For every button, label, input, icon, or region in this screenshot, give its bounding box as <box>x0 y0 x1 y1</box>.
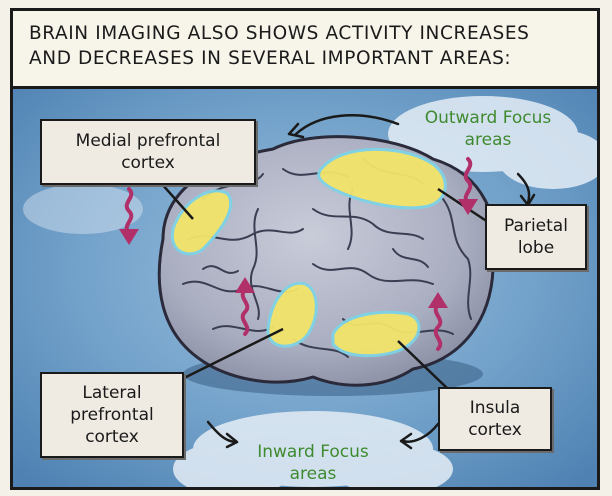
label-medial-line-1: Medial prefrontal <box>42 130 254 152</box>
label-insula-line-1: Insula <box>440 397 550 419</box>
label-medial-prefrontal-cortex: Medial prefrontal cortex <box>40 119 256 185</box>
label-lateral-line-3: cortex <box>42 426 182 448</box>
label-insula-line-2: cortex <box>440 419 550 441</box>
caption-line-1: Brain imaging also shows activity increa… <box>29 21 597 46</box>
label-parietal-line-2: lobe <box>487 237 585 259</box>
inward-focus-line-2: areas <box>238 463 388 485</box>
brain-scene: Medial prefrontal cortex Parietal lobe L… <box>13 89 597 490</box>
label-medial-line-2: cortex <box>42 152 254 174</box>
label-insula-cortex: Insula cortex <box>438 387 552 451</box>
outward-focus-line-1: Outward Focus <box>418 107 558 129</box>
outward-focus-label: Outward Focus areas <box>418 107 558 151</box>
label-lateral-line-2: prefrontal <box>42 404 182 426</box>
label-lateral-line-1: Lateral <box>42 382 182 404</box>
inward-focus-label: Inward Focus areas <box>238 441 388 485</box>
label-parietal-line-1: Parietal <box>487 215 585 237</box>
caption-line-2: and decreases in several important areas… <box>29 46 597 71</box>
label-lateral-prefrontal-cortex: Lateral prefrontal cortex <box>40 372 184 458</box>
inward-focus-line-1: Inward Focus <box>238 441 388 463</box>
label-parietal-lobe: Parietal lobe <box>485 204 587 270</box>
comic-panel: Brain imaging also shows activity increa… <box>10 8 600 490</box>
outward-focus-line-2: areas <box>418 129 558 151</box>
caption-box: Brain imaging also shows activity increa… <box>13 11 597 89</box>
